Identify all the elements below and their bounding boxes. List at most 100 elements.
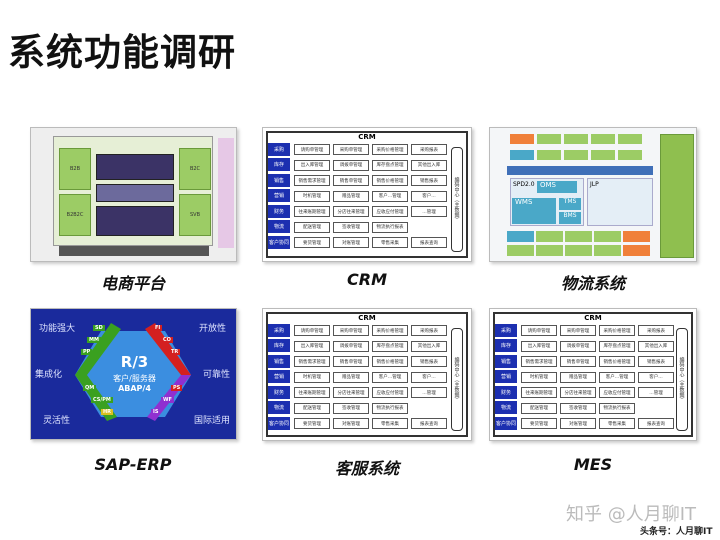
module-cell: 物流执行报表 (599, 402, 635, 414)
row-label: 销售 (268, 173, 290, 188)
module-cell: 调拨单管理 (333, 159, 369, 171)
module-cell: 赠品管理 (333, 190, 369, 202)
module-cell: 销售报表 (638, 356, 674, 368)
module-cell: 签收管理 (333, 402, 369, 414)
grid-row: 库存出入库管理调拨单管理库存盘点管理其他出入库 (268, 158, 466, 174)
page-title: 系统功能调研 (8, 31, 236, 74)
tms-label: TMS (559, 198, 581, 210)
module-cell: 销售价格管理 (599, 356, 635, 368)
module-cell: 采购报表 (411, 325, 447, 337)
ecommerce-diagram: B2B B2C B2B2C SVB (30, 127, 237, 262)
row-label: 财务 (495, 385, 517, 400)
row-label: 采购 (495, 323, 517, 338)
row-label: 客户协同 (268, 235, 290, 250)
module-cell: 要货管理 (294, 237, 330, 249)
caption-crm: CRM (347, 270, 387, 289)
module-cell: 出入库管理 (294, 159, 330, 171)
grid-row: 客户协同要货管理对账管理零售采集报表查询 (268, 235, 466, 251)
module-cell: 销售报表 (411, 356, 447, 368)
abap-label: ABAP/4 (118, 384, 151, 393)
module-cell: 零售采集 (372, 237, 408, 249)
client-server-label: 客户/服务器 (113, 374, 156, 383)
module-cell: 调拨单管理 (333, 340, 369, 352)
caption-customer-service: 客服系统 (334, 459, 399, 478)
grid-row: 采购请购单管理采购单管理采购价格管理采购报表 (495, 323, 691, 339)
module-cell: 客户… (411, 190, 447, 202)
module-cell: 对账管理 (333, 237, 369, 249)
row-label: 物流 (268, 220, 290, 235)
grid-row: 营销时机管理赠品管理客户…管理客户… (268, 189, 466, 205)
module-cell: 调拨单管理 (560, 340, 596, 352)
row-label: 销售 (268, 354, 290, 369)
sap-module: MM (87, 337, 101, 343)
module-cell: 赠品管理 (333, 371, 369, 383)
row-label: 客户协同 (268, 416, 290, 431)
row-label: 财务 (268, 204, 290, 219)
feature: 灵活性 (43, 416, 71, 426)
grid-row: 物流配送管理签收管理物流执行报表 (495, 401, 691, 417)
module-cell: 采购价格管理 (599, 325, 635, 337)
row-label: 财务 (268, 385, 290, 400)
module-cell: 采购单管理 (333, 144, 369, 156)
row-label: 营销 (268, 370, 290, 385)
sap-module: IS (151, 409, 161, 415)
module-cell: 报表查询 (638, 418, 674, 430)
grid-row: 物流配送管理签收管理物流执行报表 (268, 220, 466, 236)
module-cell: 时机管理 (294, 371, 330, 383)
row-label: 营销 (495, 370, 517, 385)
wms-label: WMS (512, 198, 556, 224)
master-data-panel: 编码中心（主数据） (676, 328, 688, 431)
grid-row: 客户协同要货管理对账管理零售采集报表查询 (268, 416, 466, 432)
module-cell: 签收管理 (560, 402, 596, 414)
module-cell: 销售单管理 (333, 356, 369, 368)
module-cell: 应收应付管理 (599, 387, 635, 399)
feature: 功能强大 (39, 324, 76, 334)
grid-row: 库存出入库管理调拨单管理库存盘点管理其他出入库 (495, 339, 691, 355)
module-cell: 赠品管理 (560, 371, 596, 383)
feature: 开放性 (198, 324, 226, 334)
b2b2c-block: B2B2C (59, 194, 91, 236)
sap-module: CS/PM (91, 397, 113, 403)
b2c-block: B2C (179, 148, 211, 190)
sap-erp-diagram: R/3 客户/服务器 ABAP/4 功能强大 开放性 集成化 可靠性 灵活性 国… (30, 308, 237, 440)
module-cell: 物流执行报表 (372, 402, 408, 414)
module-cell: 应收应付管理 (372, 206, 408, 218)
module-cell: 库存盘点管理 (599, 340, 635, 352)
oms-label: OMS (537, 181, 577, 193)
module-cell: 其他出入库 (411, 159, 447, 171)
module-cell: 销售需求管理 (294, 356, 330, 368)
module-cell: 应收应付管理 (372, 387, 408, 399)
module-cell: 时机管理 (294, 190, 330, 202)
module-cell: 销售价格管理 (372, 356, 408, 368)
module-cell: 客户…管理 (372, 371, 408, 383)
row-label: 物流 (268, 401, 290, 416)
grid-title: CRM (358, 314, 376, 322)
svb-block: SVB (179, 194, 211, 236)
grid-row: 客户协同要货管理对账管理零售采集报表查询 (495, 416, 691, 432)
module-cell: 往来账期管理 (294, 206, 330, 218)
watermark: 知乎 @人月聊IT (566, 504, 697, 525)
sap-module: WF (161, 397, 174, 403)
row-label: 库存 (495, 339, 517, 354)
module-cell: 销售价格管理 (372, 175, 408, 187)
module-cell: 销售需求管理 (294, 175, 330, 187)
module-cell: 零售采集 (372, 418, 408, 430)
row-label: 采购 (268, 142, 290, 157)
grid-row: 库存出入库管理调拨单管理库存盘点管理其他出入库 (268, 339, 466, 355)
module-cell: 分店往来管理 (333, 387, 369, 399)
grid-row: 销售销售需求管理销售单管理销售价格管理销售报表 (268, 354, 466, 370)
module-cell: 报表查询 (411, 237, 447, 249)
row-label: 营销 (268, 189, 290, 204)
grid-row: 采购请购单管理采购单管理采购价格管理采购报表 (268, 323, 466, 339)
row-label: 库存 (268, 158, 290, 173)
module-cell: 客户…管理 (372, 190, 408, 202)
module-cell: 要货管理 (521, 418, 557, 430)
module-cell: 时机管理 (521, 371, 557, 383)
module-cell: 销售需求管理 (521, 356, 557, 368)
grid-row: 物流配送管理签收管理物流执行报表 (268, 401, 466, 417)
module-cell: …管理 (411, 206, 447, 218)
module-cell: 采购单管理 (560, 325, 596, 337)
